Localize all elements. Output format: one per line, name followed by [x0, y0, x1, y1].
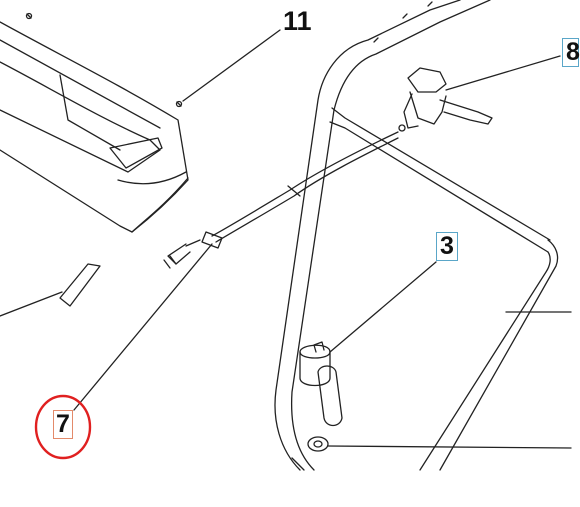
callout-8[interactable]: 8	[562, 38, 580, 67]
throttle-cable	[163, 131, 399, 269]
screw-11	[175, 100, 183, 108]
cover-panel	[0, 21, 189, 233]
throttle-lever	[398, 67, 493, 132]
leader-7	[73, 243, 213, 411]
strip-part	[59, 263, 101, 307]
leader-3	[329, 261, 437, 353]
leader-left	[0, 291, 63, 317]
handle-frame	[274, 0, 559, 471]
callout-7[interactable]: 7	[53, 410, 73, 439]
knob-part	[299, 341, 343, 427]
nut-part	[307, 436, 329, 452]
leader-11	[182, 29, 281, 102]
highlight-circle	[34, 394, 92, 460]
callout-3[interactable]: 3	[436, 232, 458, 261]
screw-top-left	[25, 12, 33, 20]
leader-bottom	[327, 445, 572, 449]
leader-8	[445, 55, 561, 91]
callout-11[interactable]: 11	[283, 6, 312, 36]
